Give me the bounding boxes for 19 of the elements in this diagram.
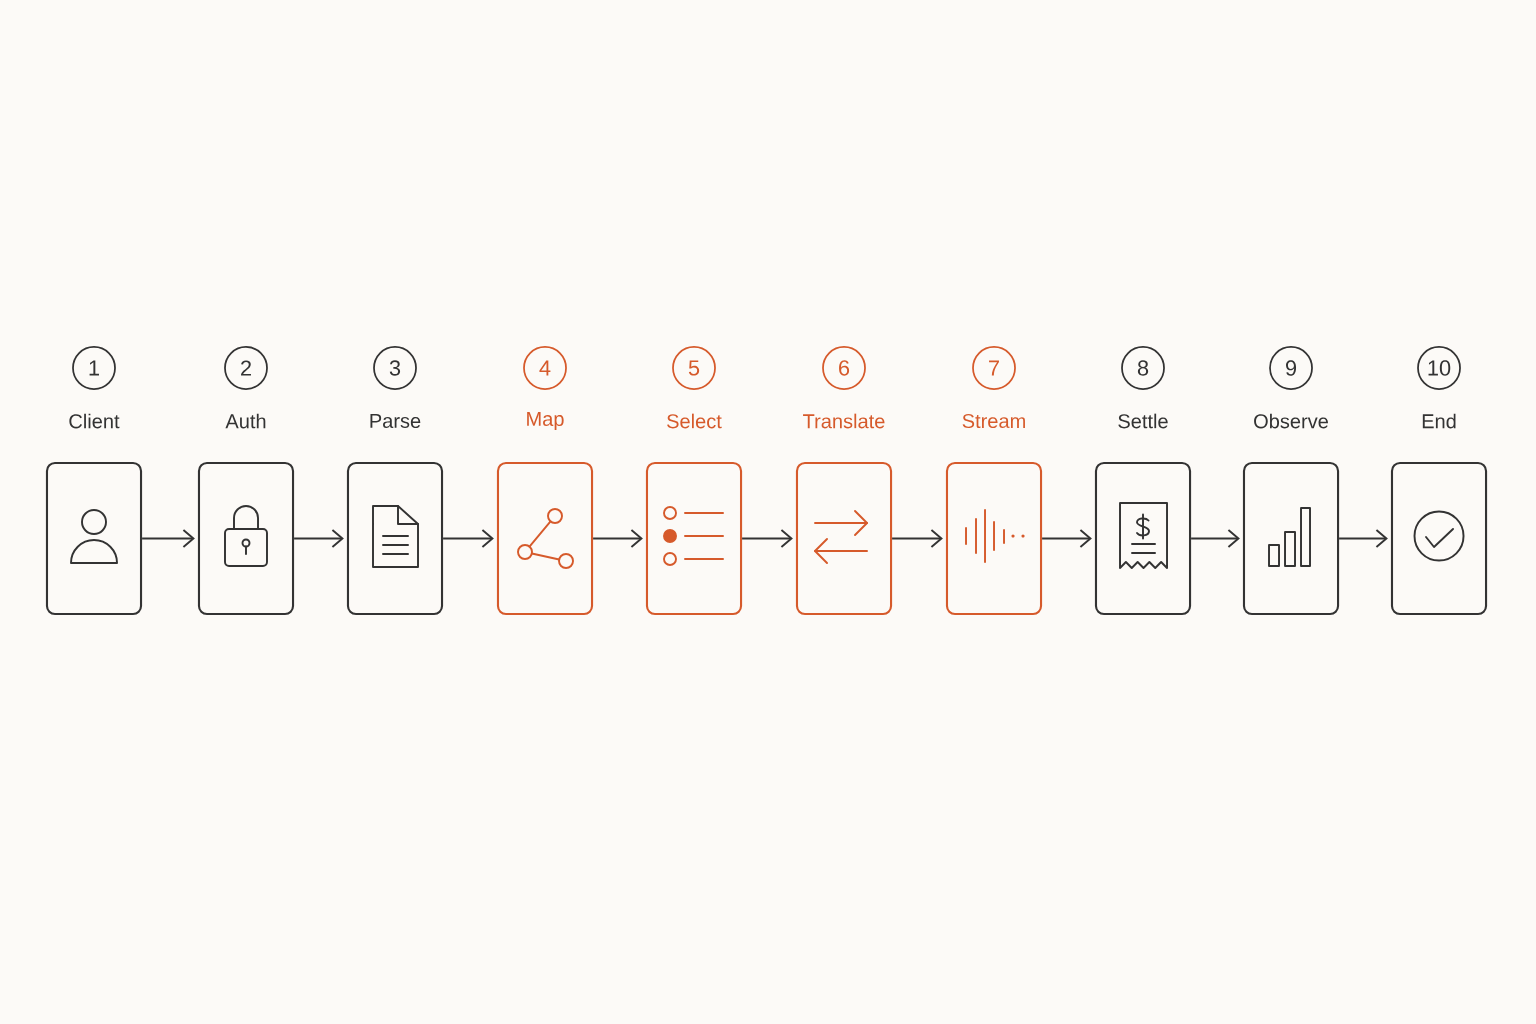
arrow xyxy=(741,529,793,548)
step-label: End xyxy=(1422,413,1456,429)
arrow xyxy=(293,529,344,548)
arrow xyxy=(1190,529,1240,548)
arrow xyxy=(1338,529,1388,548)
step-label: Parse xyxy=(370,414,421,428)
step-label: Observe xyxy=(1254,413,1328,429)
step-label: Select xyxy=(667,413,722,429)
arrow xyxy=(1041,529,1092,548)
arrow xyxy=(891,529,943,548)
step-label: Stream xyxy=(962,413,1025,429)
step-label: Settle xyxy=(1118,413,1168,429)
step-label: Auth xyxy=(225,413,266,429)
step-label: Client xyxy=(69,413,120,429)
step-label: Translate xyxy=(803,413,885,429)
arrow xyxy=(592,529,643,548)
step-label: Map xyxy=(527,412,564,430)
arrow xyxy=(442,529,494,548)
arrow xyxy=(141,529,195,548)
